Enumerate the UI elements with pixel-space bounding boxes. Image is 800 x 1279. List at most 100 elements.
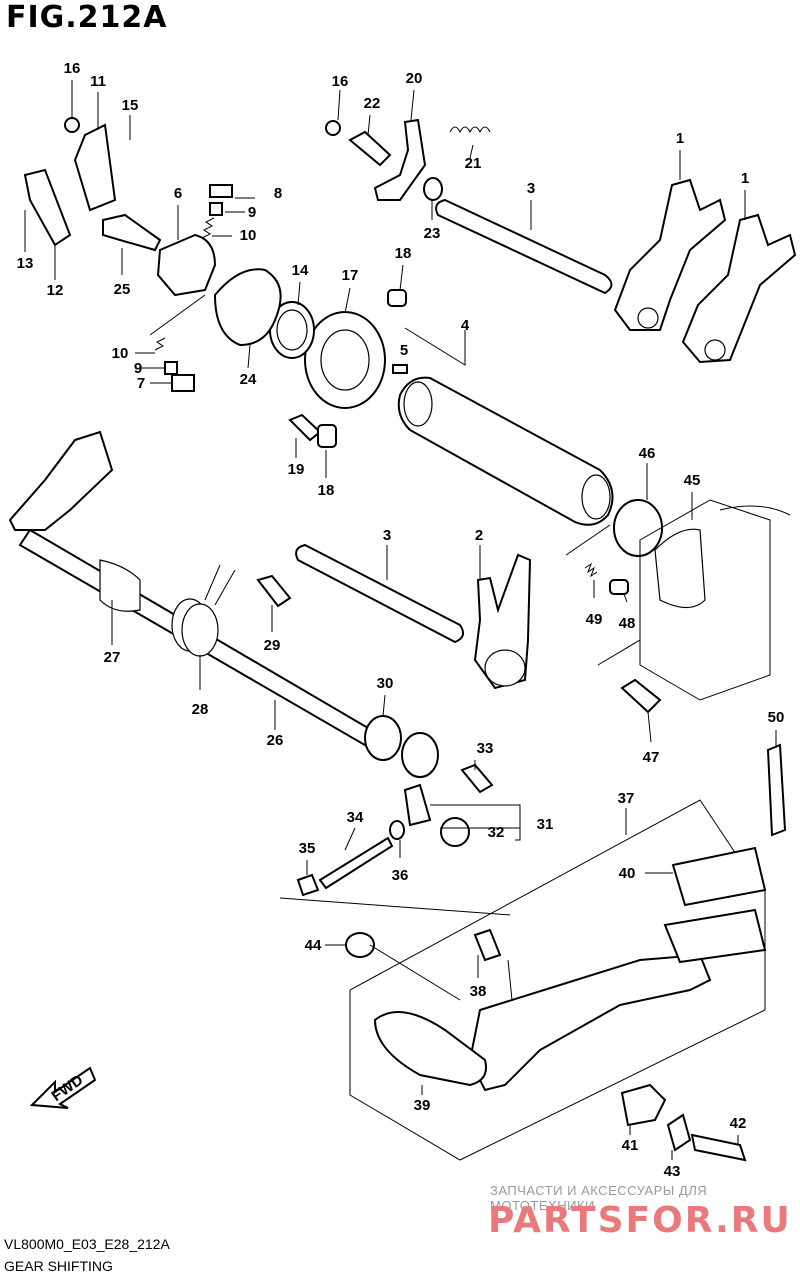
leader-lines xyxy=(24,80,777,1160)
plate-11 xyxy=(73,123,117,212)
stopper-20 xyxy=(373,118,427,201)
drawing-code: VL800M0_E03_E28_212A xyxy=(4,1236,170,1252)
callout-5: 5 xyxy=(400,342,408,359)
callout-21: 21 xyxy=(465,155,482,172)
nut-44 xyxy=(345,932,375,958)
callout-13: 13 xyxy=(17,255,34,272)
shift-fork-1a xyxy=(613,178,727,331)
pawl-8 xyxy=(209,184,233,198)
callout-48: 48 xyxy=(619,615,636,632)
retainer-18-upper xyxy=(387,289,407,307)
callout-24: 24 xyxy=(240,371,257,388)
retainer-18-lower xyxy=(317,424,337,448)
callout-9: 9 xyxy=(248,204,256,221)
cam-plate-24 xyxy=(213,268,282,347)
pawl-7 xyxy=(171,374,195,392)
callout-22: 22 xyxy=(364,95,381,112)
fork-shaft-3-lower xyxy=(295,543,465,644)
spring-21 xyxy=(449,126,491,134)
bearing-17 xyxy=(304,311,386,409)
bolt-33 xyxy=(460,763,494,794)
o-ring-46 xyxy=(613,499,663,557)
callout-8: 8 xyxy=(274,185,282,202)
callout-25: 25 xyxy=(114,281,131,298)
callout-38: 38 xyxy=(470,983,487,1000)
callout-19: 19 xyxy=(288,461,305,478)
gearshift-pedal xyxy=(373,846,767,1092)
bolt-42 xyxy=(690,1133,747,1162)
callout-31: 31 xyxy=(537,816,554,833)
nut-36 xyxy=(389,820,405,840)
callout-11: 11 xyxy=(90,73,106,90)
callout-40: 40 xyxy=(619,865,636,882)
callout-10: 10 xyxy=(240,227,257,244)
bolt-25 xyxy=(102,213,162,252)
plate-12 xyxy=(23,168,72,247)
pin-9b xyxy=(164,361,178,375)
callout-1: 1 xyxy=(676,130,684,147)
callout-1: 1 xyxy=(741,170,749,187)
callout-36: 36 xyxy=(392,867,409,884)
callout-43: 43 xyxy=(664,1163,681,1180)
gear-position-switch-box xyxy=(639,499,771,701)
callout-27: 27 xyxy=(104,649,121,666)
callout-39: 39 xyxy=(414,1097,431,1114)
callout-45: 45 xyxy=(684,472,701,489)
bushing-41 xyxy=(620,1083,667,1127)
watermark-logo: PARTSFOR.RU xyxy=(488,1200,792,1241)
callout-10: 10 xyxy=(112,345,129,362)
nut-16a xyxy=(64,117,80,133)
gearshift-rod-34 xyxy=(318,836,394,890)
bolt-47 xyxy=(620,678,662,714)
fork-shaft-3-upper xyxy=(435,198,613,295)
joint-32 xyxy=(440,817,470,847)
screw-22 xyxy=(348,130,392,167)
gearshift-shaft-arm-27 xyxy=(8,430,141,612)
callout-30: 30 xyxy=(377,675,394,692)
spring-10a xyxy=(201,217,215,239)
gear-position-switch-45 xyxy=(654,528,706,609)
shift-fork-1b xyxy=(681,213,797,364)
callout-41: 41 xyxy=(622,1137,639,1154)
callout-20: 20 xyxy=(406,70,423,87)
callout-16: 16 xyxy=(64,60,81,77)
callout-50: 50 xyxy=(768,709,785,726)
callout-6: 6 xyxy=(174,185,182,202)
callout-2: 2 xyxy=(475,527,483,544)
callout-14: 14 xyxy=(292,262,309,279)
callout-42: 42 xyxy=(730,1115,747,1132)
callout-34: 34 xyxy=(347,809,364,826)
callout-29: 29 xyxy=(264,637,281,654)
gearshift-cam-drum-4 xyxy=(397,376,614,526)
callout-37: 37 xyxy=(618,790,635,807)
callout-49: 49 xyxy=(586,611,603,628)
nut-16b xyxy=(325,120,341,136)
gearshift-cam-stopper-6 xyxy=(156,233,217,297)
callout-16: 16 xyxy=(332,73,349,90)
callout-32: 32 xyxy=(488,824,505,841)
callout-3: 3 xyxy=(383,527,391,544)
callout-17: 17 xyxy=(342,267,359,284)
spring-49 xyxy=(584,562,598,578)
callout-12: 12 xyxy=(47,282,64,299)
figure-title: FIG.212A xyxy=(6,0,168,35)
callout-33: 33 xyxy=(477,740,494,757)
washer-14 xyxy=(269,301,315,359)
pin-5 xyxy=(392,364,408,374)
pin-48 xyxy=(609,579,629,595)
bolt-38 xyxy=(473,928,502,962)
washer-43 xyxy=(666,1113,692,1152)
watermark-tagline: ЗАПЧАСТИ И АКСЕССУАРЫ ДЛЯ МОТОТЕХНИКИ xyxy=(490,1183,708,1213)
callout-3: 3 xyxy=(527,180,535,197)
callout-15: 15 xyxy=(122,97,139,114)
gearshift-lever-31 xyxy=(401,732,439,827)
diagram-caption: GEAR SHIFTING xyxy=(4,1258,113,1274)
callout-26: 26 xyxy=(267,732,284,749)
callout-47: 47 xyxy=(643,749,660,766)
clip-50 xyxy=(766,743,787,837)
fwd-arrow-icon xyxy=(29,1066,97,1109)
spring-10b xyxy=(154,337,166,351)
callout-46: 46 xyxy=(639,445,656,462)
